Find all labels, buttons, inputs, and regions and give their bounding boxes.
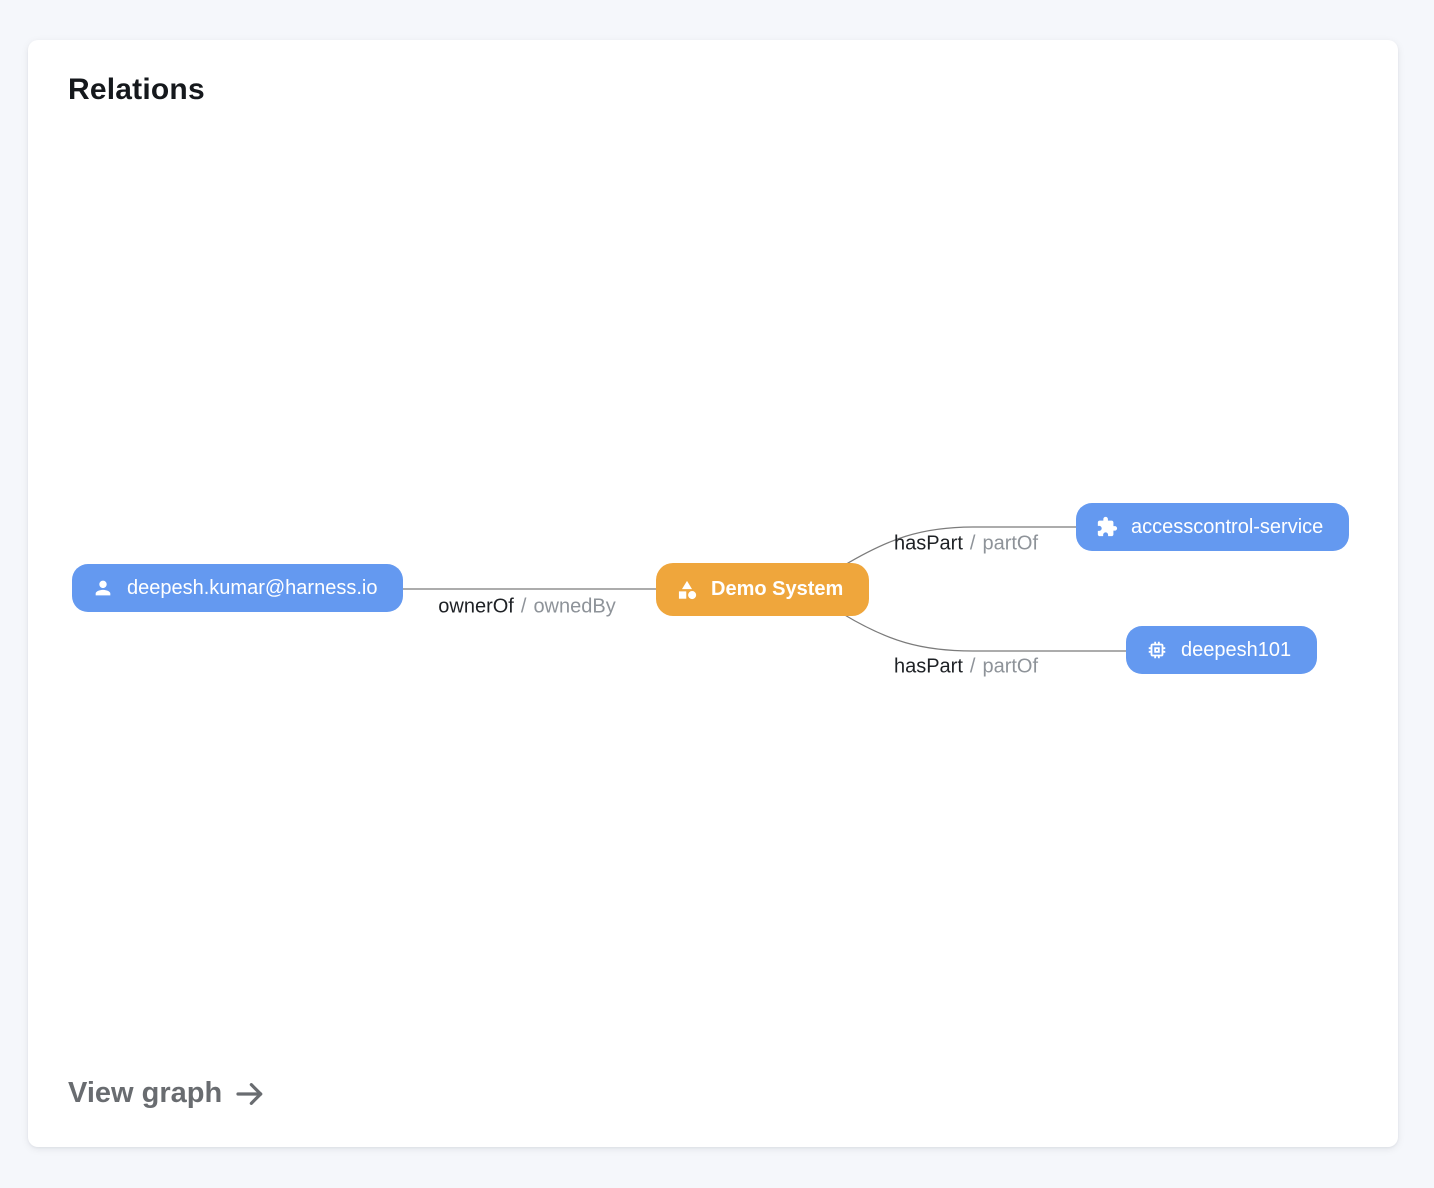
node-label: deepesh.kumar@harness.io — [127, 576, 378, 599]
chip-icon — [1148, 641, 1166, 659]
node-label: accesscontrol-service — [1131, 515, 1324, 538]
edge-label-separator: / — [969, 655, 976, 678]
edge-label-forward: ownerOf — [438, 595, 514, 618]
edge-label-forward: hasPart — [893, 532, 963, 555]
edge-label-haspart-bottom: hasPart / partOf — [894, 656, 1038, 679]
node-demo-system[interactable]: Demo System — [656, 563, 870, 616]
node-label: Demo System — [711, 578, 844, 600]
relations-card: Relations ownerOf / ownedBy hasPart / pa… — [28, 40, 1398, 1147]
edge-label-reverse: partOf — [982, 655, 1039, 678]
view-graph-link[interactable]: View graph — [68, 1077, 266, 1110]
card-title: Relations — [68, 73, 205, 106]
edge-label-reverse: partOf — [982, 532, 1039, 555]
edge-label-separator: / — [520, 595, 527, 618]
edge-haspart-bottom-line — [842, 613, 1136, 652]
edge-label-reverse: ownedBy — [533, 595, 616, 618]
relations-graph: ownerOf / ownedBy hasPart / partOf hasPa… — [28, 40, 1398, 1147]
edge-lines — [390, 526, 1136, 652]
node-deepesh101[interactable]: deepesh101 — [1126, 626, 1318, 674]
node-label: deepesh101 — [1181, 638, 1292, 661]
edge-label-separator: / — [969, 532, 976, 555]
edge-label-haspart-top: hasPart / partOf — [894, 533, 1038, 556]
edge-haspart-top-line — [842, 526, 1086, 567]
edge-label-ownerof: ownerOf / ownedBy — [438, 596, 615, 619]
node-accesscontrol-service[interactable]: accesscontrol-service — [1076, 503, 1350, 551]
view-graph-label: View graph — [68, 1077, 223, 1109]
person-icon — [95, 580, 111, 596]
node-user[interactable]: deepesh.kumar@harness.io — [72, 564, 404, 612]
category-icon — [678, 580, 697, 599]
arrow-right-icon — [236, 1082, 263, 1105]
edge-label-forward: hasPart — [893, 655, 963, 678]
puzzle-icon — [1097, 516, 1118, 537]
